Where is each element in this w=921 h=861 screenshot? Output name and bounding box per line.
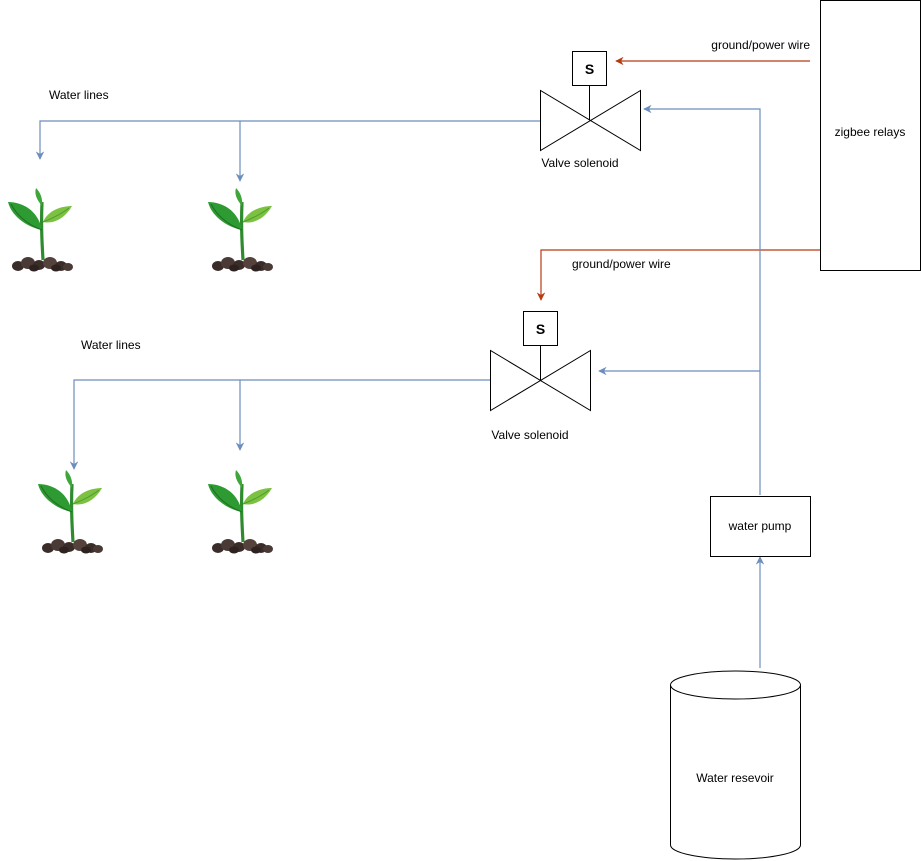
valve-solenoid-1-label: Valve solenoid — [541, 156, 618, 170]
solenoid-valve-icon — [540, 89, 641, 152]
water-lines-1: Water lines — [35, 88, 540, 182]
water-lines-1-label: Water lines — [49, 88, 109, 102]
water-pump-label: water pump — [728, 519, 792, 533]
power-wire-top-label: ground/power wire — [711, 38, 810, 52]
valve-solenoid-2-label: Valve solenoid — [491, 428, 568, 442]
plant-seedling-icon — [6, 186, 75, 274]
solenoid-symbol-1: S — [585, 61, 594, 77]
solenoid-valve-icon — [490, 349, 591, 412]
plant-seedling-icon — [36, 468, 105, 556]
power-wire-top: ground/power wire — [615, 38, 810, 66]
water-pump-box: water pump — [710, 496, 811, 557]
water-lines-2-label: Water lines — [81, 338, 141, 352]
water-reservoir-cylinder: Water resevoir — [670, 670, 801, 860]
valve-solenoid-2: S Valve solenoid — [490, 311, 591, 442]
solenoid-symbol-2: S — [536, 321, 545, 337]
water-lines-2: Water lines — [69, 338, 490, 470]
supply-line — [598, 104, 765, 668]
zigbee-relays-box: zigbee relays — [820, 0, 921, 271]
plant-seedling-icon — [206, 186, 275, 274]
power-wire-bottom: ground/power wire — [536, 249, 820, 301]
power-wire-bottom-label: ground/power wire — [572, 257, 671, 271]
plant-seedling-icon — [206, 468, 275, 556]
zigbee-relays-label: zigbee relays — [835, 125, 906, 139]
water-reservoir-label: Water resevoir — [696, 771, 774, 785]
valve-solenoid-1: S Valve solenoid — [540, 51, 641, 170]
